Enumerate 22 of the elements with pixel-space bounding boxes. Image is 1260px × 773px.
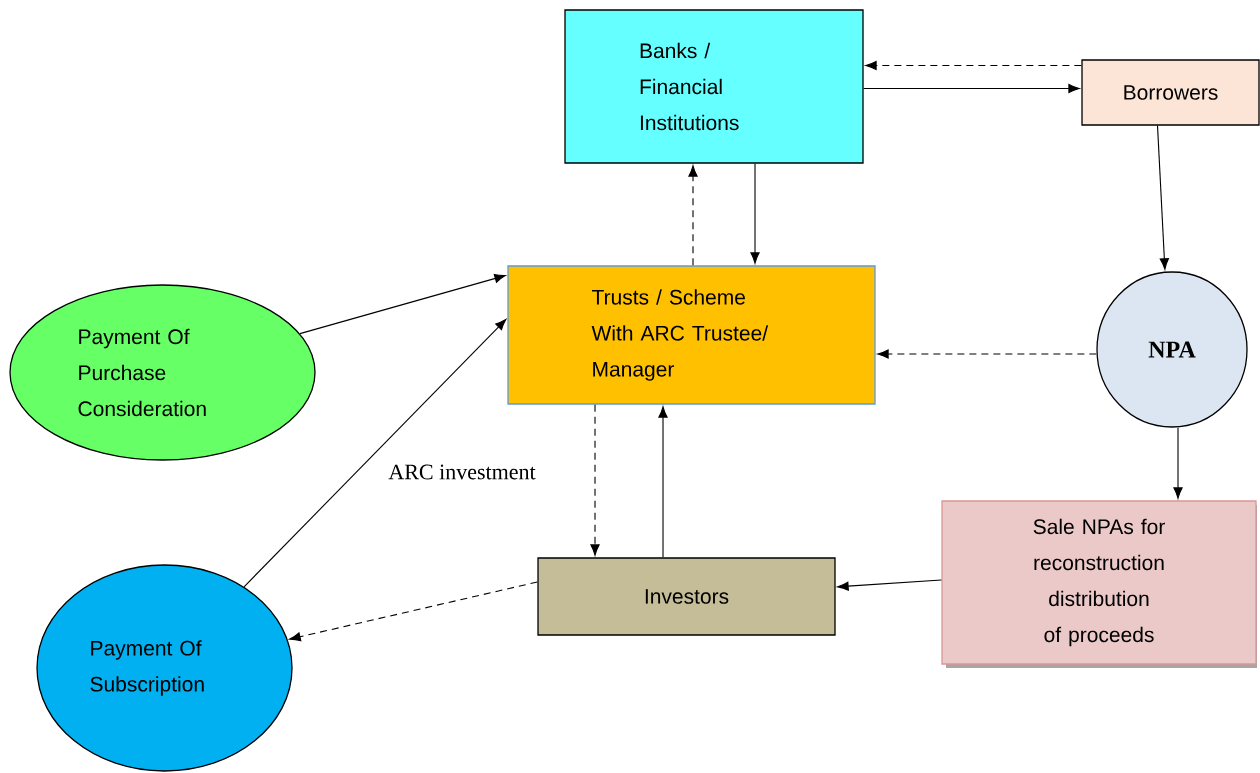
arrow	[837, 579, 942, 591]
arrow	[243, 319, 507, 588]
circle-node: NPA	[1096, 271, 1248, 428]
dashed-arrow	[865, 60, 1082, 71]
process-box: Sale NPAs for reconstruction distribution of proceeds	[941, 500, 1257, 668]
process-box: Investors	[537, 557, 836, 636]
process-box: Trusts / Scheme With ARC Trustee/ Manager	[507, 265, 876, 405]
process-box: Borrowers	[1081, 59, 1260, 126]
dashed-arrow	[688, 165, 698, 266]
dashed-arrow	[289, 581, 538, 642]
process-box: Banks / Financial Institutions	[564, 9, 864, 164]
oval-node: Payment Of Purchase Consideration	[9, 284, 316, 461]
dashed-arrow	[590, 404, 600, 556]
text-label: ARC investment	[388, 464, 536, 480]
arrow	[658, 406, 668, 558]
arrow	[1156, 125, 1169, 270]
arrow	[1173, 427, 1183, 499]
arrow	[299, 273, 506, 335]
dashed-arrow	[877, 349, 1097, 359]
arrow	[863, 83, 1080, 94]
oval-node: Payment Of Subscription	[36, 564, 293, 772]
arrow	[750, 163, 760, 264]
